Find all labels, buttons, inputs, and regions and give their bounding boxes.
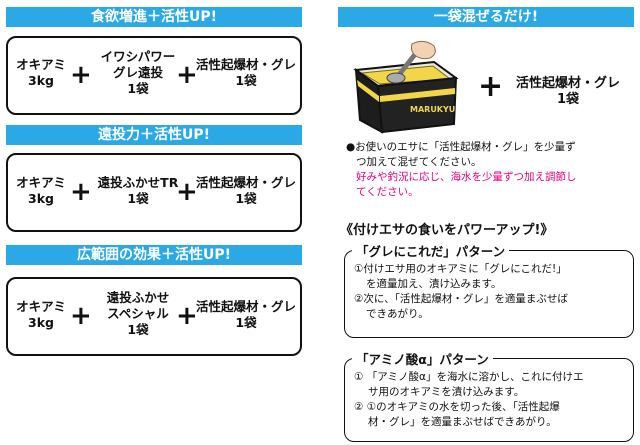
product-line: 1袋: [556, 92, 580, 107]
note-line: つ加えて混ぜてください。: [356, 156, 482, 168]
panel2-item3: 活性起爆材・グレ 1袋: [192, 175, 300, 207]
item-line: オキアミ: [16, 299, 66, 314]
pattern2-text: ① 「アミノ酸α」を海水に溶かし、これに付けエ サ用のオキアミを漬け込みます。 …: [354, 370, 630, 430]
plus-icon: +: [70, 301, 92, 331]
product-label: 活性起爆材・グレ 1袋: [500, 76, 636, 108]
item-line: 3kg: [28, 315, 54, 330]
panel3-item1: オキアミ 3kg: [12, 299, 70, 331]
panel1-item3: 活性起爆材・グレ 1袋: [192, 57, 300, 89]
item-line: 活性起爆材・グレ: [195, 57, 296, 72]
panel2-item2: 遠投ふかせTR 1袋: [94, 175, 182, 207]
panel3-box: オキアミ 3kg + 遠投ふかせ スペシャル 1袋 + 活性起爆材・グレ 1袋: [6, 277, 302, 356]
item-line: 活性起爆材・グレ: [195, 299, 296, 314]
pattern-line: 材・グレ」を適量まぶせばできあがり。: [368, 416, 557, 428]
item-line: イワシパワー: [100, 49, 176, 64]
item-line: 3kg: [28, 73, 54, 88]
item-line: 1袋: [235, 73, 257, 88]
item-line: 1袋: [127, 322, 149, 337]
item-line: 遠投ふかせTR: [97, 175, 179, 190]
item-line: 活性起爆材・グレ: [195, 175, 296, 190]
note-pink-line: てください。: [356, 186, 419, 198]
item-line: オキアミ: [16, 57, 66, 72]
plus-icon: +: [70, 177, 92, 207]
product-line: 活性起爆材・グレ: [515, 76, 620, 91]
plus-icon: +: [176, 177, 198, 207]
plus-icon: +: [176, 60, 198, 90]
panel1-item2: イワシパワー グレ遠投 1袋: [94, 49, 182, 97]
bucket-illustration: MARUKYU: [353, 40, 459, 134]
pattern2-box: [344, 358, 634, 442]
bucket-label: MARUKYU: [410, 105, 455, 114]
item-line: 1袋: [127, 191, 149, 206]
panel3-header: 広範囲の効果＋活性UP!: [6, 245, 302, 265]
pattern2-title: 「アミノ酸α」パターン: [352, 349, 493, 368]
item-line: 1袋: [235, 315, 257, 330]
panel1-header: 食欲増進＋活性UP!: [6, 7, 302, 27]
item-line: オキアミ: [16, 175, 66, 190]
panel1-item1: オキアミ 3kg: [12, 57, 70, 89]
item-line: 1袋: [235, 191, 257, 206]
usage-note: ●お使いのエサに「活性起爆材・グレ」を少量ず つ加えて混ぜてください。 好みや釣…: [346, 140, 636, 200]
panel2-item1: オキアミ 3kg: [12, 175, 70, 207]
note-pink-line: 好みや釣況に応じ、海水を少量ずつ加え調節し: [356, 171, 577, 183]
plus-icon: +: [176, 301, 198, 331]
pattern1-title: 「グレにこれだ」パターン: [352, 241, 510, 260]
pattern-line: ①付けエサ用のオキアミに「グレにこれだ!」: [354, 263, 567, 275]
item-line: 遠投ふかせ: [106, 290, 170, 305]
pattern1-text: ①付けエサ用のオキアミに「グレにこれだ!」 を適量加え、漬け込みます。 ②次に、…: [354, 262, 630, 322]
pattern-line: できあがり。: [366, 308, 429, 320]
pattern-line: を適量加え、漬け込みます。: [366, 278, 502, 290]
panel2-box: オキアミ 3kg + 遠投ふかせTR 1袋 + 活性起爆材・グレ 1袋: [6, 153, 302, 232]
pattern-line: サ用のオキアミを漬け込みます。: [368, 386, 525, 398]
pattern-line: ②次に、「活性起爆材・グレ」を適量まぶせば: [354, 293, 568, 305]
item-line: 1袋: [127, 81, 149, 96]
plus-icon: +: [70, 60, 92, 90]
panel3-item2: 遠投ふかせ スペシャル 1袋: [94, 290, 182, 338]
pattern-line: ① 「アミノ酸α」を海水に溶かし、これに付けエ: [354, 371, 584, 383]
panel1-box: オキアミ 3kg + イワシパワー グレ遠投 1袋 + 活性起爆材・グレ 1袋: [6, 36, 302, 115]
pattern-line: ② ①のオキアミの水を切った後、「活性起爆: [354, 401, 560, 413]
power-up-title: 《付けエサの食いをパワーアップ!》: [340, 223, 554, 238]
plus-icon: +: [478, 69, 504, 104]
item-line: 3kg: [28, 191, 54, 206]
panel2-header: 遠投力＋活性UP!: [6, 125, 302, 145]
item-line: スペシャル: [107, 306, 169, 321]
right-header: 一袋混ぜるだけ!: [338, 7, 634, 27]
item-line: グレ遠投: [112, 65, 163, 80]
panel3-item3: 活性起爆材・グレ 1袋: [192, 299, 300, 331]
note-line: ●お使いのエサに「活性起爆材・グレ」を少量ず: [346, 141, 576, 153]
